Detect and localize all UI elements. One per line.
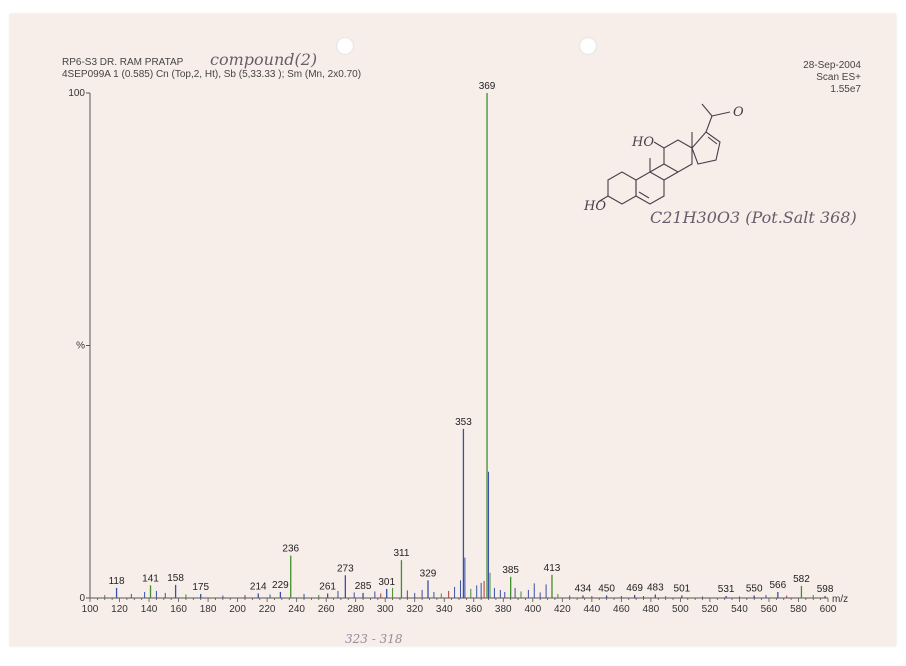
peak-label-501: 501 xyxy=(674,583,691,594)
acetyl-bond xyxy=(705,115,713,133)
x-tick-label: 380 xyxy=(495,604,512,615)
ring-d xyxy=(691,131,721,165)
peak-label-285: 285 xyxy=(355,581,372,592)
punch-hole-right xyxy=(579,37,597,55)
peak-label-582: 582 xyxy=(793,574,810,585)
peak-label-483: 483 xyxy=(647,582,664,593)
structure-label-hydroxyl-c3: HO xyxy=(583,199,606,214)
peak-label-261: 261 xyxy=(319,581,336,592)
x-tick-label: 140 xyxy=(141,604,158,615)
ring-b-double-bond xyxy=(638,191,650,199)
peak-label-531: 531 xyxy=(718,584,735,595)
peak-label-301: 301 xyxy=(378,577,395,588)
x-tick-label: 200 xyxy=(229,604,246,615)
peak-label-550: 550 xyxy=(746,583,763,594)
x-tick-label: 580 xyxy=(790,604,807,615)
x-tick-label: 360 xyxy=(465,604,482,615)
ring-c xyxy=(663,139,693,173)
peak-label-329: 329 xyxy=(420,568,437,579)
x-tick-label: 160 xyxy=(170,604,187,615)
peak-label-158: 158 xyxy=(167,573,184,584)
peak-label-214: 214 xyxy=(250,581,267,592)
oh-bond-c11 xyxy=(653,141,665,149)
x-tick-label: 120 xyxy=(111,604,128,615)
peak-label-175: 175 xyxy=(192,582,209,593)
header-intensity: 1.55e7 xyxy=(830,84,861,95)
header-date: 28-Sep-2004 xyxy=(803,60,861,71)
x-tick-label: 100 xyxy=(82,604,99,615)
x-tick-label: 340 xyxy=(436,604,453,615)
oh-bond-c3 xyxy=(597,195,609,203)
x-tick-label: 280 xyxy=(347,604,364,615)
y-tick-label: 100 xyxy=(68,88,85,99)
x-tick-label: 500 xyxy=(672,604,689,615)
peak-label-369: 369 xyxy=(479,81,496,92)
peak-label-229: 229 xyxy=(272,580,289,591)
acetyl-methyl xyxy=(701,103,713,117)
peak-label-273: 273 xyxy=(337,563,354,574)
structure-label-hydroxyl-c11: HO xyxy=(631,135,654,150)
x-tick-label: 560 xyxy=(761,604,778,615)
handwritten-bottom-note: 323 - 318 xyxy=(345,632,403,646)
ring-b xyxy=(635,171,665,205)
x-tick-label: 240 xyxy=(288,604,305,615)
peak-label-469: 469 xyxy=(626,583,643,594)
ring-d-double-bond xyxy=(707,136,718,145)
x-tick-label: 460 xyxy=(613,604,630,615)
x-tick-label: 420 xyxy=(554,604,571,615)
peak-label-598: 598 xyxy=(817,584,834,595)
peak-label-566: 566 xyxy=(769,580,786,591)
peak-label-385: 385 xyxy=(502,565,519,576)
x-tick-label: 480 xyxy=(643,604,660,615)
minor-peaks xyxy=(104,471,814,598)
header-scan-mode: Scan ES+ xyxy=(816,72,861,83)
header-scan-line: 4SEP099A 1 (0.585) Cn (Top,2, Ht), Sb (5… xyxy=(62,69,362,80)
handwritten-compound-note: compound(2) xyxy=(210,50,318,69)
ring-b-c-link xyxy=(649,163,665,173)
x-tick-label: 320 xyxy=(406,604,423,615)
acetyl-carbonyl xyxy=(711,111,731,117)
paper-sheet xyxy=(10,14,896,646)
x-tick-label: 400 xyxy=(524,604,541,615)
y-tick-label: 0 xyxy=(79,593,85,604)
ring-a xyxy=(607,171,637,205)
y-tick-label: % xyxy=(76,341,85,352)
x-tick-label: 260 xyxy=(318,604,335,615)
peak-label-141: 141 xyxy=(142,573,159,584)
steroid-structure-drawing xyxy=(597,103,731,205)
peak-label-413: 413 xyxy=(544,563,561,574)
handwritten-formula: C21H30O3 (Pot.Salt 368) xyxy=(650,208,857,227)
x-axis-label: m/z xyxy=(832,594,848,605)
peak-label-311: 311 xyxy=(393,548,409,559)
peak-label-118: 118 xyxy=(109,576,125,587)
peak-label-434: 434 xyxy=(575,583,592,594)
peak-label-353: 353 xyxy=(455,417,472,428)
punch-hole-left xyxy=(336,37,354,55)
x-tick-label: 180 xyxy=(200,604,217,615)
header-sample-line: RP6-S3 DR. RAM PRATAP xyxy=(62,57,184,68)
peak-label-450: 450 xyxy=(598,583,615,594)
chart-axes: 0% 100 100 120 140 160 180 200 220 240 260 280 300 32… xyxy=(68,88,848,615)
x-tick-label: 440 xyxy=(583,604,600,615)
x-tick-label: 540 xyxy=(731,604,748,615)
ring-b-c-link-2 xyxy=(663,171,679,181)
x-tick-label: 520 xyxy=(702,604,719,615)
x-tick-label: 600 xyxy=(820,604,837,615)
x-tick-label: 300 xyxy=(377,604,394,615)
structure-label-carbonyl-oxygen: O xyxy=(733,105,744,120)
peak-label-236: 236 xyxy=(282,544,299,555)
x-tick-label: 220 xyxy=(259,604,276,615)
